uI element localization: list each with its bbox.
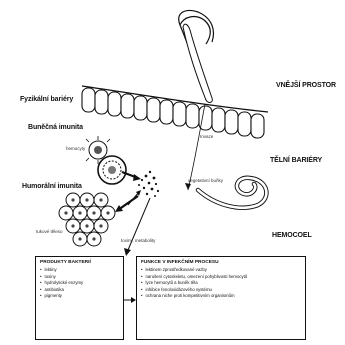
list-item: narušení cytoskeletu, omezení pohyblivos… (141, 274, 305, 281)
infection-functions-box: FUNKCE V INFEKČNÍM PROCESU lektinem zpro… (136, 256, 306, 340)
infection-functions-title: FUNKCE V INFEKČNÍM PROCESU (141, 260, 305, 265)
nematode-outer-body (183, 24, 212, 102)
body-barriers-label: TĚLNÍ BARIÉRY (270, 157, 322, 164)
fat-body-label: tukové těleso (36, 229, 63, 234)
bacteria-cloud (138, 171, 159, 197)
bacterial-products-box: PRODUKTY BAKTERIÍ lektiny toxiny hydroly… (35, 256, 124, 340)
list-item: ochrana niche proti kompetitivním organi… (141, 293, 305, 300)
humoral-immunity-label: Humorální imunita (22, 183, 82, 190)
list-item: lyze hemocytů a buněk těla (141, 280, 305, 287)
list-item: antibiotika (40, 287, 123, 294)
list-item: pigmenty (40, 293, 123, 300)
bacterial-products-title: PRODUKTY BAKTERIÍ (40, 260, 123, 265)
outer-space-label: VNĚJŠÍ PROSTOR (276, 82, 336, 89)
hemocyte-label: hemocyty (66, 146, 85, 151)
list-item: toxiny (40, 274, 123, 281)
bacterial-products-list: lektiny toxiny hydrolytické enzymy antib… (36, 267, 123, 300)
invasion-label: Invaze (200, 134, 213, 139)
toxins-label: toxiny, metabolity (121, 238, 155, 243)
list-item: hydrolytické enzymy (40, 280, 123, 287)
nodule (98, 156, 126, 184)
list-item: lektiny (40, 267, 123, 274)
infection-functions-list: lektinem zprostředkované vazby narušení … (137, 267, 305, 300)
hemocoel-label: HEMOCOEL (272, 232, 312, 239)
list-item: inhibice fenoloxidázového systému (141, 287, 305, 294)
physical-barriers-label: Fyzikální bariéry (20, 96, 73, 103)
vegetative-cells-label: vegetativní buňky (188, 178, 223, 183)
list-item: lektinem zprostředkované vazby (141, 267, 305, 274)
body-barrier-cells (82, 88, 264, 138)
cellular-immunity-label: Buněčná imunita (28, 124, 83, 131)
